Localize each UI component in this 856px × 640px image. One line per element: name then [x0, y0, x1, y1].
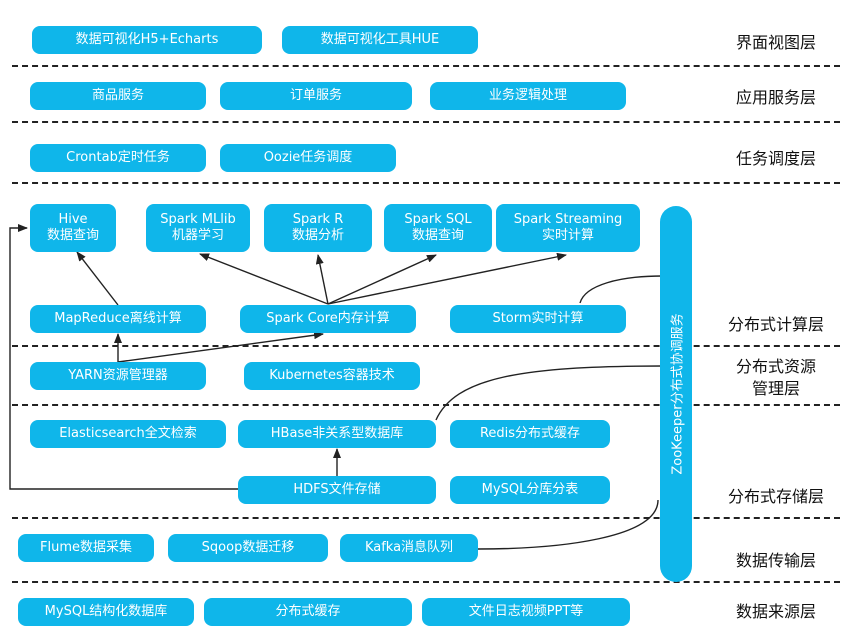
box-goods-service: 商品服务 [30, 82, 206, 110]
arrow-yarn-sparkcore [117, 331, 324, 363]
box-spark-r: Spark R 数据分析 [264, 204, 372, 252]
box-spark-streaming: Spark Streaming 实时计算 [496, 204, 640, 252]
layer-label-ui: 界面视图层 [735, 33, 816, 52]
layer-divider [12, 581, 840, 583]
arrow-mapreduce-hive [76, 251, 119, 306]
box-crontab: Crontab定时任务 [30, 144, 206, 172]
box-mysql-sharding: MySQL分库分表 [450, 476, 610, 504]
box-hbase: HBase非关系型数据库 [238, 420, 436, 448]
zk-link-storm [579, 275, 663, 304]
layer-label-source: 数据来源层 [735, 602, 816, 621]
box-mysql-db: MySQL结构化数据库 [18, 598, 194, 626]
box-spark-core: Spark Core内存计算 [240, 305, 416, 333]
layer-divider [12, 182, 840, 184]
zookeeper-label: ZooKeeper分布式协调服务 [670, 313, 686, 475]
box-zookeeper: ZooKeeper分布式协调服务 [660, 206, 692, 582]
zk-link-hbase [435, 365, 663, 421]
layer-label-compute: 分布式计算层 [727, 315, 824, 334]
box-kafka: Kafka消息队列 [340, 534, 478, 562]
box-business-logic: 业务逻辑处理 [430, 82, 626, 110]
arrow-sparkcore-sparkr [315, 254, 329, 305]
arrow-sparkcore-streaming [327, 252, 567, 305]
layer-divider [12, 65, 840, 67]
box-spark-sql: Spark SQL 数据查询 [384, 204, 492, 252]
box-oozie: Oozie任务调度 [220, 144, 396, 172]
arrow-sparkcore-sparksql [327, 254, 437, 305]
box-distributed-cache: 分布式缓存 [204, 598, 412, 626]
layer-label-schedule: 任务调度层 [735, 149, 816, 168]
layer-divider [12, 121, 840, 123]
box-hive: Hive 数据查询 [30, 204, 116, 252]
box-spark-mllib: Spark MLlib 机器学习 [146, 204, 250, 252]
zk-link-kafka [477, 499, 659, 550]
arrow-sparkcore-mllib [199, 253, 329, 305]
layer-label-transport: 数据传输层 [735, 551, 816, 570]
layer-divider [12, 404, 840, 406]
layer-label-app: 应用服务层 [735, 88, 816, 107]
box-storm: Storm实时计算 [450, 305, 626, 333]
box-flume: Flume数据采集 [18, 534, 154, 562]
box-viz-h5-echarts: 数据可视化H5+Echarts [32, 26, 262, 54]
arrow-hdfs-hive [9, 224, 238, 490]
layer-label-storage: 分布式存储层 [727, 487, 824, 506]
box-redis: Redis分布式缓存 [450, 420, 610, 448]
box-hdfs: HDFS文件存储 [238, 476, 436, 504]
box-yarn: YARN资源管理器 [30, 362, 206, 390]
layer-divider [12, 517, 840, 519]
layer-label-resource: 分布式资源 管理层 [735, 357, 816, 398]
layer-divider [12, 345, 840, 347]
box-viz-hue: 数据可视化工具HUE [282, 26, 478, 54]
box-files: 文件日志视频PPT等 [422, 598, 630, 626]
box-mapreduce: MapReduce离线计算 [30, 305, 206, 333]
box-elasticsearch: Elasticsearch全文检索 [30, 420, 226, 448]
box-order-service: 订单服务 [220, 82, 412, 110]
box-kubernetes: Kubernetes容器技术 [244, 362, 420, 390]
box-sqoop: Sqoop数据迁移 [168, 534, 328, 562]
